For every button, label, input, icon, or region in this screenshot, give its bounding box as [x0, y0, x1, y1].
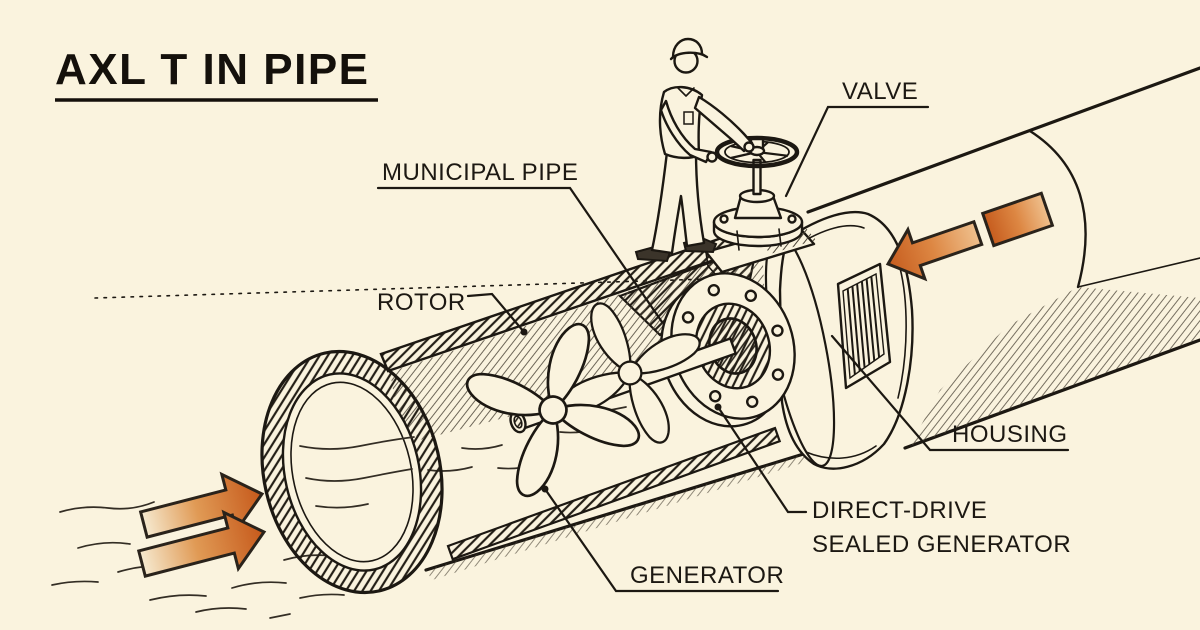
worker-trousers — [650, 150, 706, 255]
label-valve: VALVE — [842, 78, 918, 105]
label-generator: GENERATOR — [630, 562, 784, 589]
housing-leader — [830, 334, 1070, 452]
hidden-dashed-line — [94, 278, 709, 299]
direct-drive-leader — [716, 405, 808, 514]
pipe-mouth-ring — [260, 349, 444, 595]
worker-figure — [634, 37, 755, 263]
generator-leader — [543, 487, 780, 593]
label-rotor: ROTOR — [377, 289, 466, 316]
page-title: AXL T IN PIPE — [55, 45, 370, 94]
inflow-arrow — [885, 191, 1055, 282]
inlet-pipe — [806, 66, 1200, 450]
inflow-arrow-tail-segment — [980, 191, 1055, 248]
water-through-mouth — [299, 436, 415, 509]
label-direct-drive-line2: SEALED GENERATOR — [812, 531, 1071, 558]
outflow-arrows — [136, 471, 267, 578]
valve-leader — [784, 105, 930, 198]
title-block: AXL T IN PIPE — [55, 45, 378, 102]
worker-arm-left — [659, 99, 713, 164]
worker-arm-right — [693, 95, 754, 153]
valve-handwheel — [714, 135, 800, 169]
label-housing: HOUSING — [952, 421, 1068, 448]
valve-assembly — [712, 135, 804, 251]
leader-lines — [376, 105, 1070, 593]
rotor-leader — [466, 292, 526, 334]
labels: MUNICIPAL PIPE VALVE ROTOR HOUSING DIREC… — [377, 78, 1071, 589]
label-direct-drive-line1: DIRECT-DRIVE — [812, 497, 987, 524]
label-municipal-pipe: MUNICIPAL PIPE — [382, 159, 578, 186]
municipal-pipe-leader — [376, 186, 664, 324]
worker-cap — [669, 37, 709, 61]
